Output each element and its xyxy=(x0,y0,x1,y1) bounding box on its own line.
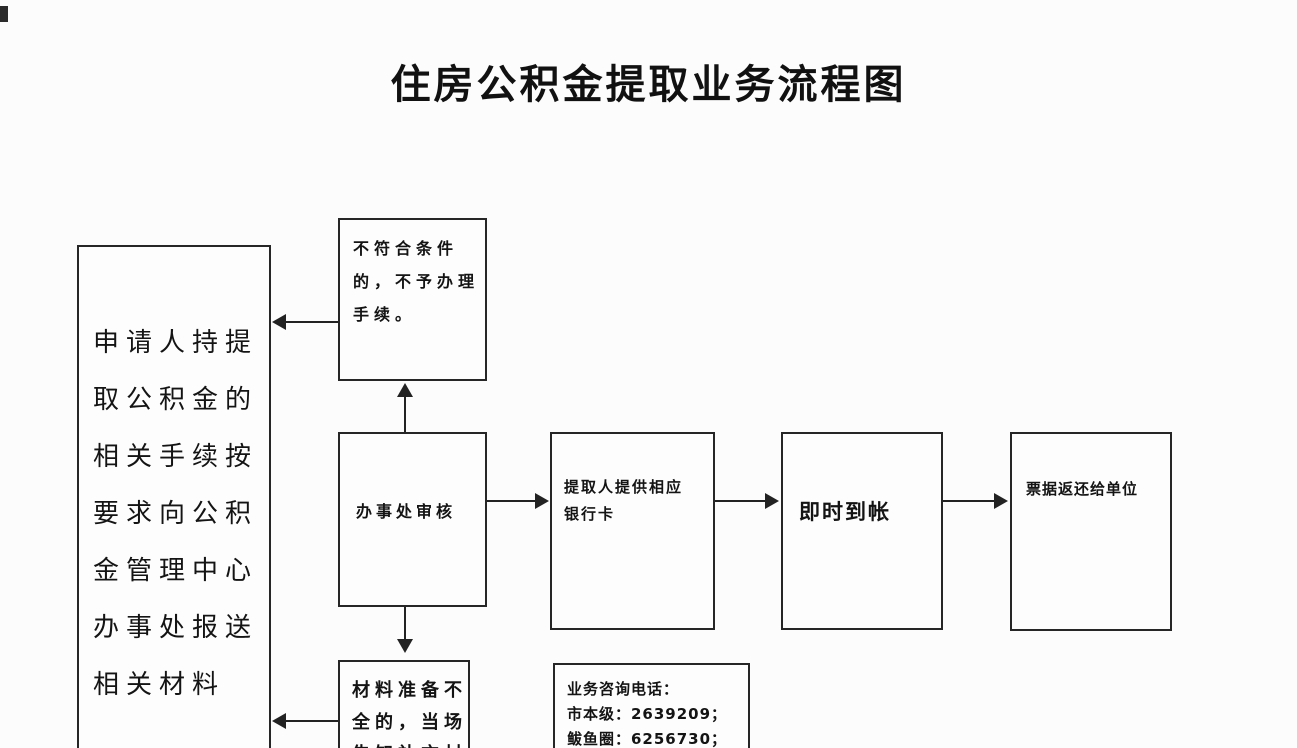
bankcard-box-line: 提取人提供相应 xyxy=(564,478,684,496)
arrow-line xyxy=(404,607,406,640)
arrow-line xyxy=(284,321,338,323)
bankcard-box: 提取人提供相应 银行卡 xyxy=(550,432,715,630)
incomplete-materials-box: 材料准备不 全的，当场 告知补充材 xyxy=(338,660,470,748)
applicant-box-line: 要求向公积 xyxy=(93,499,259,529)
incomplete-materials-box-line: 全的，当场 xyxy=(352,712,467,733)
hotline-box-line: 业务咨询电话： xyxy=(567,680,680,698)
reject-box-line: 手续。 xyxy=(353,305,417,324)
applicant-box-line: 相关手续按 xyxy=(93,442,259,472)
incomplete-materials-box-line: 材料准备不 xyxy=(352,680,467,701)
hotline-box-line: 鲅鱼圈：6256730； xyxy=(567,730,728,748)
reject-box-line: 的，不予办理 xyxy=(353,272,480,291)
arrowhead-right-icon xyxy=(994,493,1008,509)
arrow-line xyxy=(943,500,996,502)
reject-box: 不符合条件 的，不予办理 手续。 xyxy=(338,218,487,381)
review-box: 办事处审核 xyxy=(338,432,487,607)
receipt-return-box-label: 票据返还给单位 xyxy=(1026,480,1139,498)
page-title: 住房公积金提取业务流程图 xyxy=(390,62,907,108)
arrowhead-left-icon xyxy=(272,314,286,330)
applicant-box: 申请人持提 取公积金的 相关手续按 要求向公积 金管理中心 办事处报送 相关材料 xyxy=(77,245,271,748)
arrowhead-right-icon xyxy=(765,493,779,509)
hotline-box: 业务咨询电话： 市本级：2639209； 鲅鱼圈：6256730； xyxy=(553,663,750,748)
applicant-box-line: 申请人持提 xyxy=(93,328,259,358)
applicant-box-line: 取公积金的 xyxy=(93,385,259,415)
arrow-line xyxy=(284,720,338,722)
review-box-label: 办事处审核 xyxy=(356,502,457,521)
arrow-line xyxy=(715,500,767,502)
hotline-box-line: 市本级：2639209； xyxy=(567,705,728,723)
arrowhead-left-icon xyxy=(272,713,286,729)
applicant-box-line: 办事处报送 xyxy=(93,613,259,643)
arrow-line xyxy=(487,500,537,502)
instant-credit-box-label: 即时到帐 xyxy=(799,500,891,524)
applicant-box-line: 相关材料 xyxy=(93,670,226,700)
incomplete-materials-box-line: 告知补充材 xyxy=(352,739,464,748)
instant-credit-box: 即时到帐 xyxy=(781,432,943,630)
arrowhead-down-icon xyxy=(397,639,413,653)
scan-artifact-mark xyxy=(0,6,8,22)
receipt-return-box: 票据返还给单位 xyxy=(1010,432,1172,631)
arrowhead-right-icon xyxy=(535,493,549,509)
reject-box-line: 不符合条件 xyxy=(353,239,459,258)
applicant-box-line: 金管理中心 xyxy=(93,556,259,586)
arrowhead-up-icon xyxy=(397,383,413,397)
arrow-line xyxy=(404,395,406,432)
bankcard-box-line: 银行卡 xyxy=(564,505,616,523)
